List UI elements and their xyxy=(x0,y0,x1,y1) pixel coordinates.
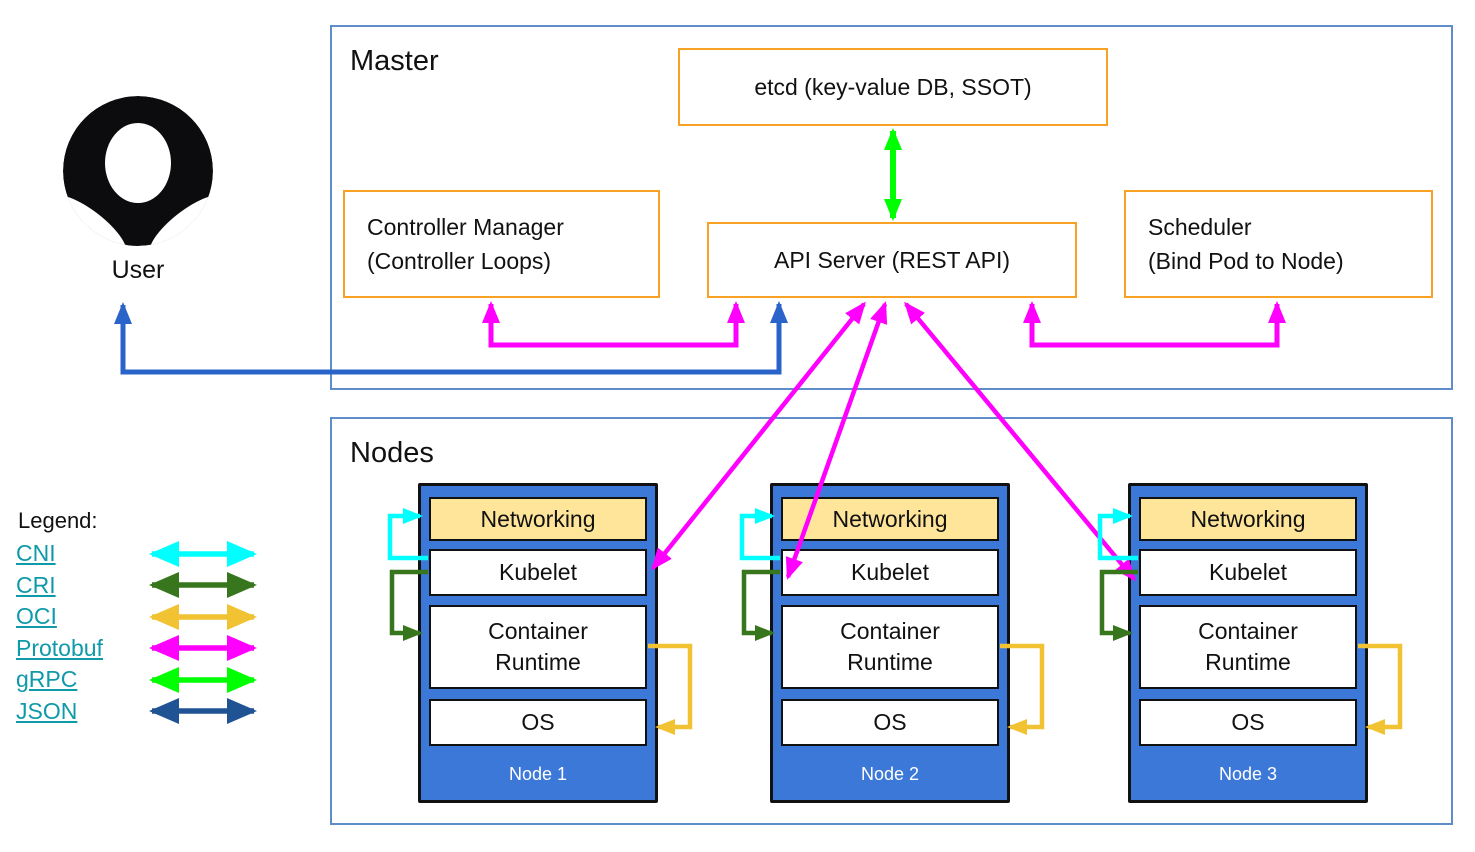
node-1-networking-box: Networking xyxy=(429,497,647,541)
scheduler-label-line1: Scheduler xyxy=(1148,214,1252,240)
node-3-label: Node 3 xyxy=(1218,764,1278,784)
node-2-label: Node 2 xyxy=(860,764,920,784)
scheduler-label-line2: (Bind Pod to Node) xyxy=(1148,248,1344,274)
scheduler-box: Scheduler (Bind Pod to Node) xyxy=(1124,190,1433,298)
node-1-label: Node 1 xyxy=(508,764,568,784)
controller-manager-box: Controller Manager (Controller Loops) xyxy=(343,190,660,298)
legend-row-cri: CRI xyxy=(16,570,288,602)
node-2-os-box: OS xyxy=(781,699,999,746)
api-server-label: API Server (REST API) xyxy=(773,246,1011,273)
node-2: Networking Kubelet Container Runtime OS … xyxy=(770,483,1010,803)
legend-row-grpc: gRPC xyxy=(16,664,288,696)
legend-link-oci[interactable]: OCI xyxy=(16,603,57,630)
cri-legend-arrow xyxy=(149,572,257,599)
legend-link-grpc[interactable]: gRPC xyxy=(16,666,78,693)
node-1-kubelet-box: Kubelet xyxy=(429,549,647,596)
legend-row-oci: OCI xyxy=(16,601,288,633)
node-3-os-box: OS xyxy=(1139,699,1357,746)
legend-row-json: JSON xyxy=(16,696,288,728)
controller-manager-label-line1: Controller Manager xyxy=(367,214,564,240)
legend-link-protobuf[interactable]: Protobuf xyxy=(16,634,103,661)
legend: Legend: CNI CRI OCI Protobuf gRP xyxy=(16,508,288,727)
node-2-kubelet-box: Kubelet xyxy=(781,549,999,596)
legend-link-json[interactable]: JSON xyxy=(16,697,78,724)
legend-row-cni: CNI xyxy=(16,538,288,570)
node-1: Networking Kubelet Container Runtime OS … xyxy=(418,483,658,803)
cni-legend-arrow xyxy=(149,540,257,567)
protobuf-legend-arrow xyxy=(149,635,257,662)
node-2-networking-box: Networking xyxy=(781,497,999,541)
node-2-container-runtime-box: Container Runtime xyxy=(781,605,999,689)
node-1-container-runtime-box: Container Runtime xyxy=(429,605,647,689)
json-legend-arrow xyxy=(149,698,257,725)
legend-title: Legend: xyxy=(18,508,98,533)
user-label: User xyxy=(111,256,165,284)
api-server-box: API Server (REST API) xyxy=(707,222,1077,298)
node-3: Networking Kubelet Container Runtime OS … xyxy=(1128,483,1368,803)
grpc-legend-arrow xyxy=(149,666,257,693)
node-1-os-box: OS xyxy=(429,699,647,746)
user-avatar-icon xyxy=(63,96,213,246)
node-3-networking-box: Networking xyxy=(1139,497,1357,541)
node-3-container-runtime-box: Container Runtime xyxy=(1139,605,1357,689)
legend-row-protobuf: Protobuf xyxy=(16,633,288,665)
etcd-label: etcd (key-value DB, SSOT) xyxy=(754,73,1032,100)
legend-link-cri[interactable]: CRI xyxy=(16,571,56,598)
etcd-box: etcd (key-value DB, SSOT) xyxy=(678,48,1108,126)
node-3-kubelet-box: Kubelet xyxy=(1139,549,1357,596)
oci-legend-arrow xyxy=(149,603,257,630)
controller-manager-label-line2: (Controller Loops) xyxy=(367,248,552,274)
master-title: Master xyxy=(350,45,439,77)
legend-link-cni[interactable]: CNI xyxy=(16,540,56,567)
nodes-title: Nodes xyxy=(350,437,434,469)
